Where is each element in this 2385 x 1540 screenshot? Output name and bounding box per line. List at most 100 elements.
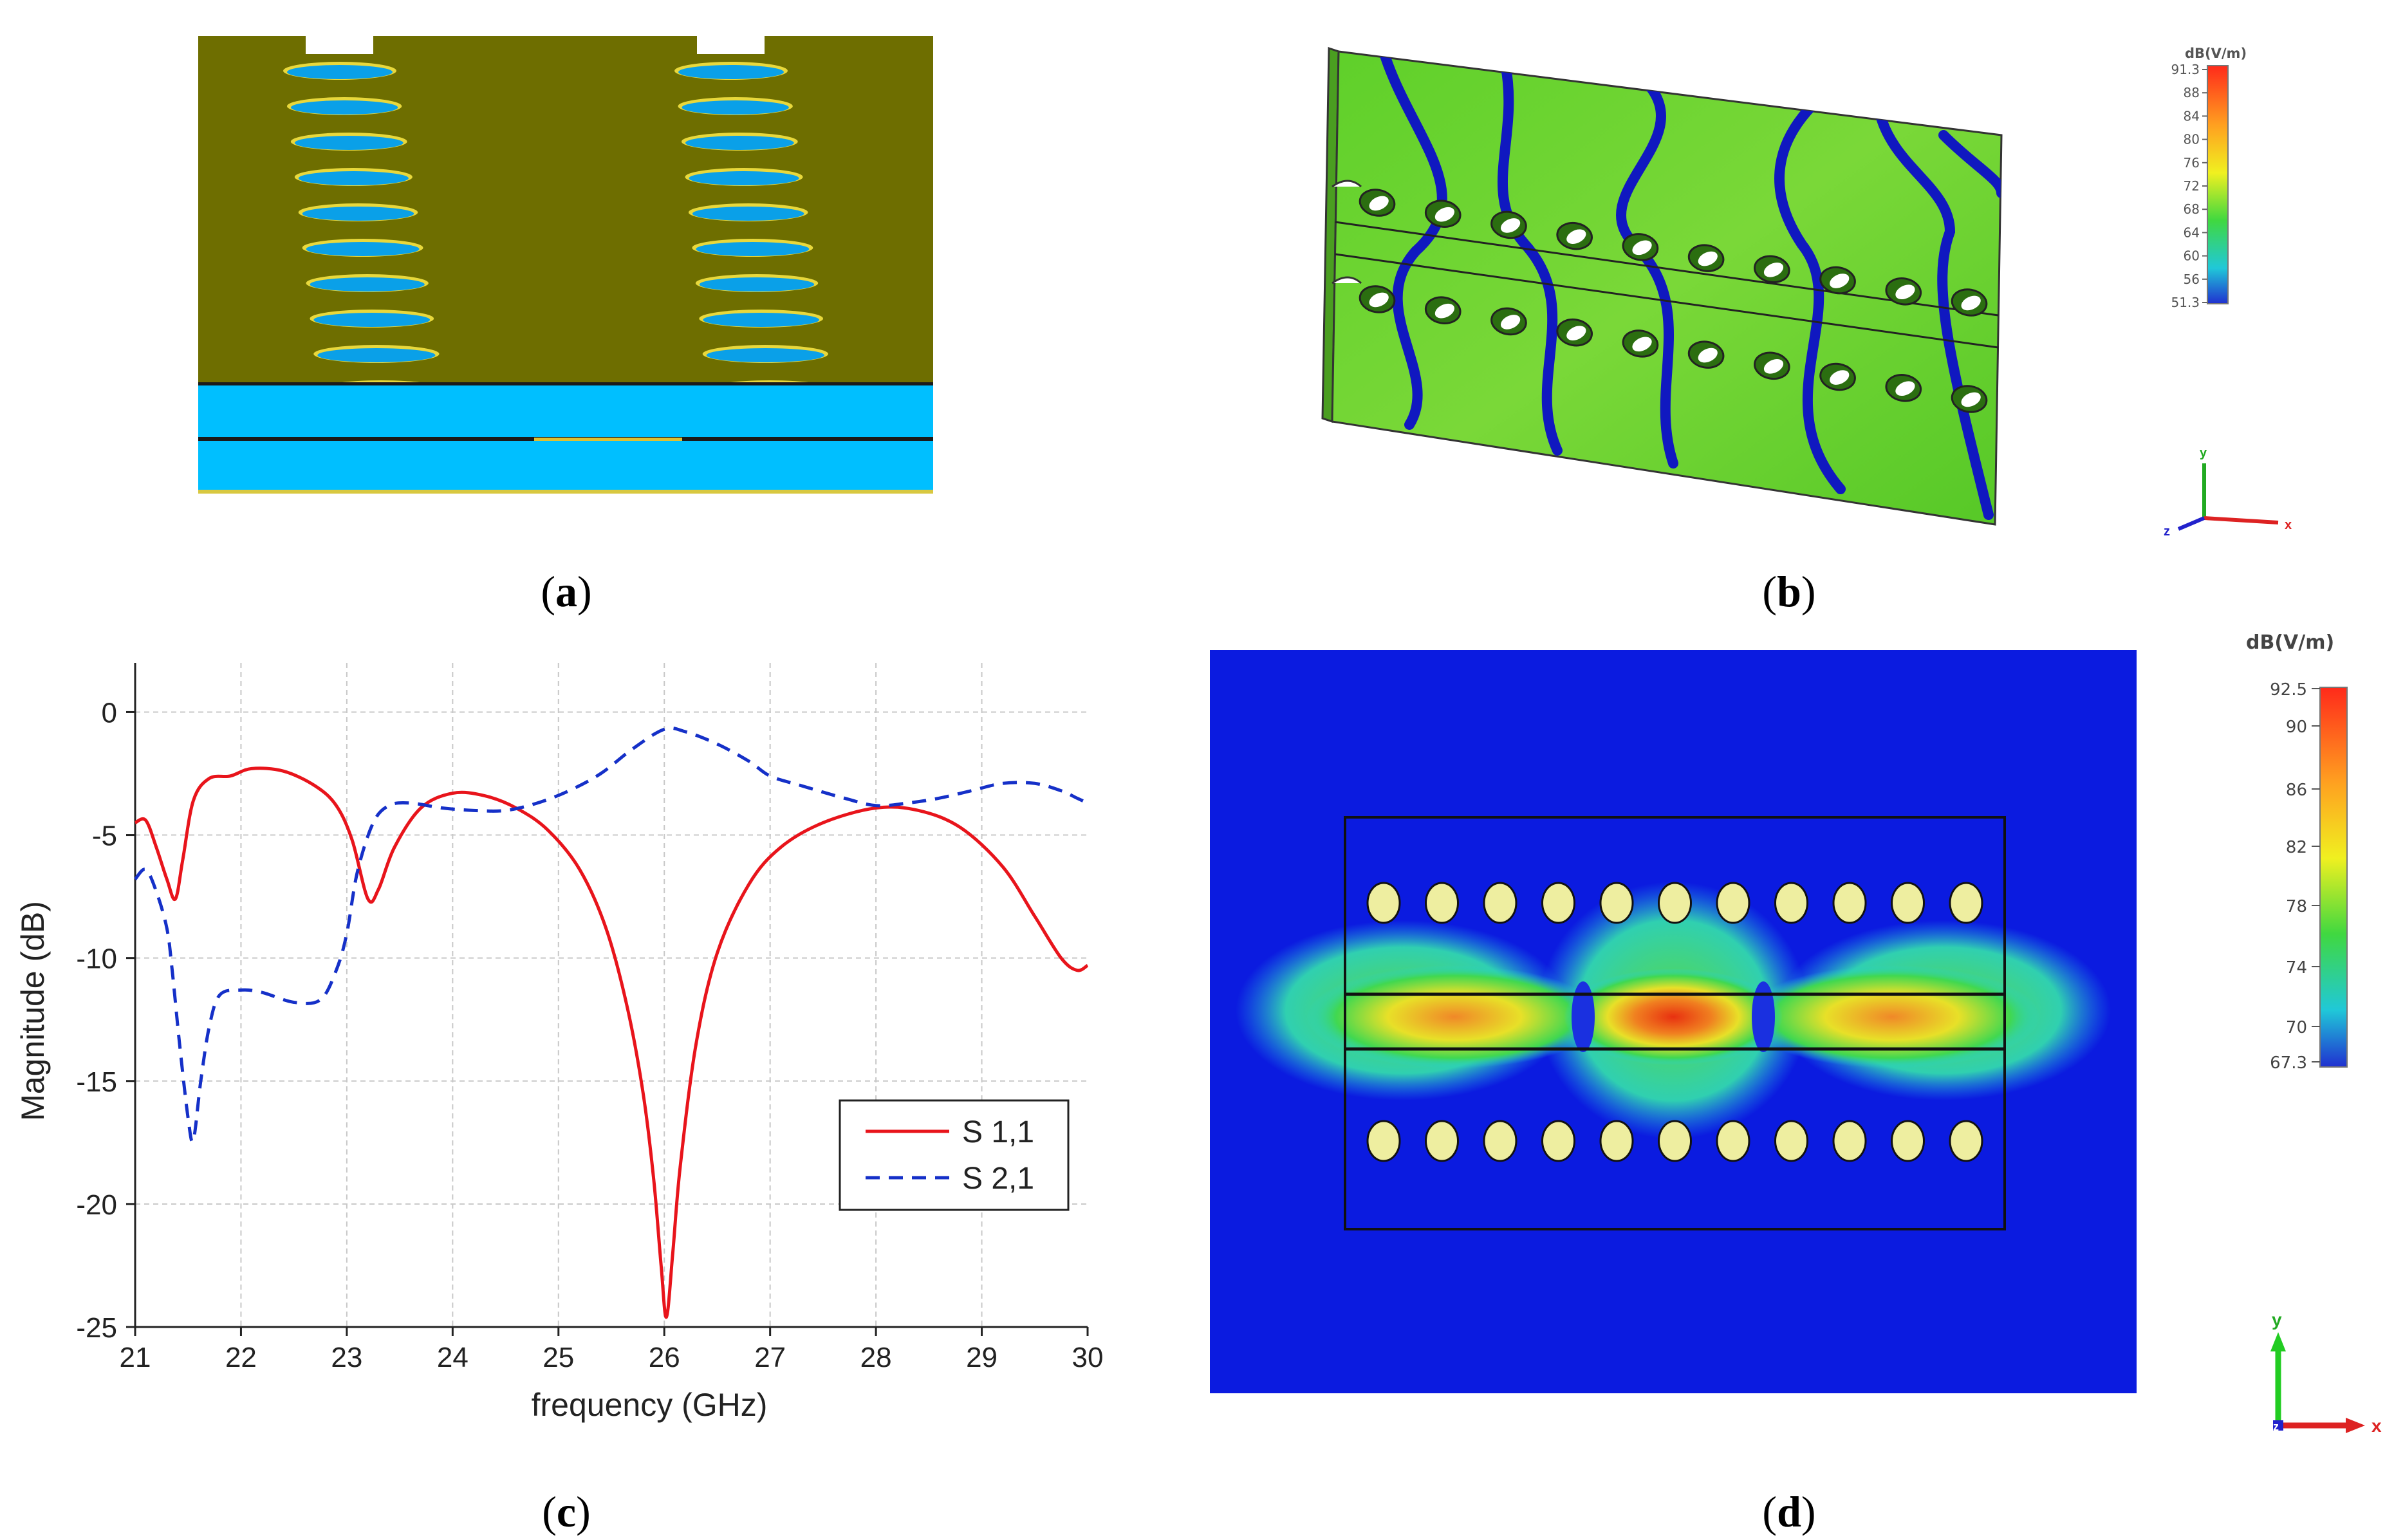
via-hole [1425, 1120, 1459, 1162]
via-hole [703, 313, 820, 327]
via-hole [306, 242, 420, 256]
via-hole [1891, 1120, 1925, 1162]
colorbar-tick-label: 67.3 [2270, 1053, 2307, 1073]
legend-box [839, 1099, 1070, 1211]
port-1-opening [1332, 180, 1362, 188]
via-hole [313, 313, 431, 327]
via-hole [1366, 882, 1401, 924]
x-tick-label: 28 [860, 1342, 892, 1373]
colorbar-tick-label: 60 [2184, 248, 2200, 264]
colorbar-tick-label: 64 [2184, 225, 2200, 240]
via-hole [1599, 1120, 1634, 1162]
colorbar-tick-label: 74 [2286, 958, 2307, 978]
colorbar-tick-label: 91.3 [2171, 62, 2200, 77]
chart-series [134, 726, 1089, 1319]
via-hole [699, 277, 815, 292]
via-hole [1599, 882, 1634, 924]
colorbar-tick-label: 51.3 [2171, 295, 2200, 310]
y-axis-label: y [2272, 1310, 2282, 1330]
legend-s11-label: S 1,1 [962, 1115, 1034, 1149]
via-hole [1832, 882, 1867, 924]
cyan-layer-top [198, 385, 933, 437]
via-hole [1949, 1120, 1983, 1162]
x-axis-title: frequency (GHz) [532, 1387, 768, 1423]
y-tick-label: -25 [76, 1312, 117, 1344]
microstrip-edge-2 [1335, 253, 1999, 349]
microstrip-edge-1 [1335, 221, 1999, 317]
legend-s21-label: S 2,1 [962, 1162, 1034, 1196]
x-tick-label: 26 [649, 1342, 680, 1373]
colorbar-gradient [2319, 687, 2348, 1068]
y-tick-label: -15 [76, 1066, 117, 1098]
axis-triad-b: y x z [2164, 446, 2292, 539]
via-hole [298, 171, 409, 185]
x-tick-label: 25 [543, 1342, 574, 1373]
colorbar-title: dB(V/m) [2246, 631, 2334, 654]
y-tick-label: 0 [102, 697, 117, 728]
via-hole [302, 207, 414, 221]
y-axis-label: y [2200, 446, 2207, 460]
via-hole [678, 65, 784, 79]
via-row-left [283, 62, 445, 398]
caption-a: (a) [541, 567, 592, 616]
chart-legend: S 1,1 S 2,1 [839, 1099, 1070, 1211]
cyan-layer-bottom [198, 441, 933, 490]
via-hole [696, 242, 810, 256]
caption-d: (d) [1762, 1487, 1816, 1536]
via-hole [1425, 882, 1459, 924]
board-outline [1344, 816, 2006, 1230]
waveguide-structure-diagram [198, 36, 933, 494]
x-tick-label: 30 [1072, 1342, 1104, 1373]
z-axis-marker [2273, 1420, 2283, 1431]
colorbar-tick-label: 70 [2286, 1018, 2307, 1037]
colorbar-tick-label: 78 [2286, 897, 2307, 916]
colorbar-tick-label: 76 [2184, 155, 2200, 171]
y-tick-label: -10 [76, 943, 117, 975]
y-axis-title: Magnitude (dB) [15, 901, 51, 1121]
z-axis-label: z [2164, 524, 2170, 539]
layer-divider [198, 382, 933, 385]
colorbar-tick-label: 56 [2184, 272, 2200, 287]
colorbar-tick-label: 90 [2286, 718, 2307, 737]
colorbar-tick-label: 80 [2184, 132, 2200, 147]
chart-grid [135, 663, 1088, 1327]
via-hole [317, 348, 436, 362]
x-tick-label: 22 [225, 1342, 257, 1373]
colorbar-tick-label: 72 [2184, 178, 2200, 194]
x-tick-label: 29 [966, 1342, 998, 1373]
x-tick-label: 21 [120, 1342, 151, 1373]
via-hole [1774, 1120, 1808, 1162]
via-hole [1483, 1120, 1517, 1162]
z-axis-arrow [2177, 516, 2205, 531]
via-hole [290, 100, 398, 115]
via-hole [685, 136, 794, 150]
panel-a-structure [193, 26, 940, 515]
top-notch-right [697, 36, 765, 54]
via-hole [1658, 1120, 1692, 1162]
via-hole [1949, 882, 1983, 924]
series-line-s21 [134, 726, 1089, 1144]
via-hole [1774, 882, 1808, 924]
x-tick-label: 23 [331, 1342, 362, 1373]
via-hole [1832, 1120, 1867, 1162]
top-notch-left [306, 36, 373, 54]
via-hole [682, 100, 789, 115]
via-hole [287, 65, 393, 79]
colorbar-tick-label: 82 [2286, 838, 2307, 857]
colorbar-tick-label: 88 [2184, 85, 2200, 100]
colorbar-tick-label: 68 [2184, 201, 2200, 217]
x-axis-label: x [2285, 518, 2292, 532]
via-hole [1716, 882, 1750, 924]
via-holes [1366, 882, 1983, 1162]
axis-triad-d: y x z [2270, 1310, 2382, 1436]
ground-plane [198, 490, 933, 494]
x-axis-arrow [2204, 516, 2279, 524]
via-hole [1658, 882, 1692, 924]
series-line-s11 [134, 766, 1089, 1319]
colorbar-tick-label: 92.5 [2270, 680, 2307, 700]
